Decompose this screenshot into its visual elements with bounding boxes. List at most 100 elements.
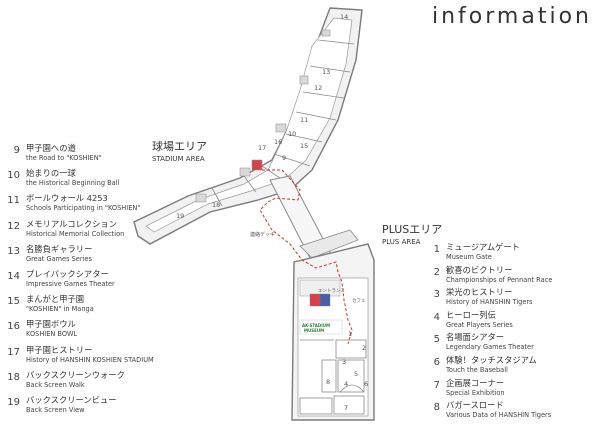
legend-ja-label: 栄光のヒストリー <box>446 287 513 298</box>
legend-number: 5 <box>433 334 440 346</box>
legend-item: 15 まんがと甲子園"KOSHIEN" in Manga <box>0 294 175 320</box>
map-number: 16 <box>274 138 282 146</box>
legend-en-label: Great Players Series <box>446 320 513 329</box>
legend-en-label: Championships of Pennant Race <box>446 275 553 284</box>
legend-ja-label: 名場面シアター <box>446 332 505 343</box>
legend-number: 7 <box>433 379 440 391</box>
legend-en-label: Back Screen View <box>26 406 85 414</box>
stadium-details <box>195 29 331 203</box>
stadium-highlight-room <box>251 159 263 171</box>
legend-number: 17 <box>7 346 20 358</box>
legend-en-label: the Road to "KOSHIEN" <box>26 154 102 162</box>
legend-en-label: KOSHIEN BOWL <box>26 330 78 339</box>
legend-en-label: "KOSHIEN" in Manga <box>26 305 94 314</box>
legend-en-label: Legendary Games Theater <box>446 343 534 352</box>
legend-ja-label: 始まりの一球 <box>26 168 76 179</box>
legend-en-label: Historical Memorial Collection <box>26 229 125 238</box>
map-number: 9 <box>282 154 286 162</box>
legend-ja-label: バックスクリーンビュー <box>26 395 117 405</box>
map-number: 14 <box>340 13 348 21</box>
stadium-area-label: 球場エリア STADIUM AREA <box>152 138 207 163</box>
map-number: 15 <box>300 142 308 150</box>
legend-en-label: the Historical Beginning Ball <box>26 179 120 188</box>
legend-ja-label: 名勝負ギャラリー <box>26 243 93 254</box>
plus-area-interior <box>297 277 369 417</box>
legend-number: 13 <box>7 245 20 257</box>
legend-number: 2 <box>433 266 440 278</box>
legend-ja-label: 企画展コーナー <box>446 377 505 388</box>
legend-ja-label: ヒーロー列伝 <box>446 309 496 320</box>
legend-en-label: Impressive Games Theater <box>26 280 115 288</box>
legend-number: 10 <box>7 170 20 182</box>
stadium-area-ja: 球場エリア <box>152 140 207 153</box>
legend-ja-label: プレイバックシアター <box>26 269 109 279</box>
legend-en-label: History of HANSHIN KOSHIEN STADIUM <box>26 355 154 364</box>
legend-number: 15 <box>7 296 20 308</box>
legend-number: 3 <box>433 289 440 301</box>
map-number: 11 <box>300 116 308 124</box>
logo-line2: MUSEUM <box>304 328 324 333</box>
plus-area-en: PLUS AREA <box>382 238 421 246</box>
map-number: 13 <box>322 68 330 76</box>
map-number: 5 <box>354 370 358 378</box>
plus-area-label: PLUSエリア PLUS AREA <box>382 221 442 246</box>
plus-area-ja: PLUSエリア <box>382 223 443 236</box>
legend-ja-label: 体験！タッチスタジアム <box>446 355 537 365</box>
map-number: 1 <box>348 330 352 338</box>
exhibit-curve-wall <box>339 384 365 393</box>
legend-en-label: Various Data of HANSHIN Tigers <box>446 411 552 420</box>
logo-line1: AK-STADIUM <box>302 323 330 328</box>
legend-number: 4 <box>433 311 440 323</box>
map-number: 3 <box>342 358 346 366</box>
stadium-area-en: STADIUM AREA <box>152 155 205 163</box>
legend-ja-label: 甲子園への道 <box>26 143 76 153</box>
map-number: 18 <box>212 201 220 209</box>
museum-logo-box <box>299 319 343 335</box>
map-number: 12 <box>314 84 322 92</box>
legend-number: 9 <box>13 145 20 156</box>
legend-en-label: Great Games Series <box>26 254 92 263</box>
legend-number: 12 <box>7 220 20 232</box>
page-title: information <box>432 4 592 29</box>
legend-number: 6 <box>433 357 440 368</box>
legend-number: 16 <box>7 321 20 333</box>
legend-number: 1 <box>433 244 440 255</box>
legend-en-label: Museum Gate <box>446 253 492 261</box>
legend-number: 8 <box>433 402 440 414</box>
map-number: 7 <box>344 404 348 412</box>
legend-ja-label: 歓喜のビクトリー <box>446 264 513 275</box>
legend-en-label: Schools Participating in "KOSHIEN" <box>26 204 141 213</box>
stadium-inner-walk <box>145 17 353 233</box>
legend-ja-label: ミュージアムゲート <box>446 242 520 252</box>
map-number: 6 <box>364 380 368 388</box>
deck-side-structure <box>299 229 359 259</box>
legend-ja-label: 甲子園ボウル <box>26 319 76 330</box>
map-number: 2 <box>362 344 366 352</box>
legend-ja-label: まんがと甲子園 <box>26 294 85 305</box>
legend-en-label: Special Exhibition <box>446 388 505 397</box>
legend-ja-label: ボールウォール 4253 <box>26 193 108 204</box>
visitor-route <box>259 169 353 345</box>
deck-label: 連絡デッキ <box>250 231 275 238</box>
legend-en-label: Back Screen Walk <box>26 380 85 389</box>
legend-en-label: History of HANSHIN Tigers <box>446 298 533 307</box>
